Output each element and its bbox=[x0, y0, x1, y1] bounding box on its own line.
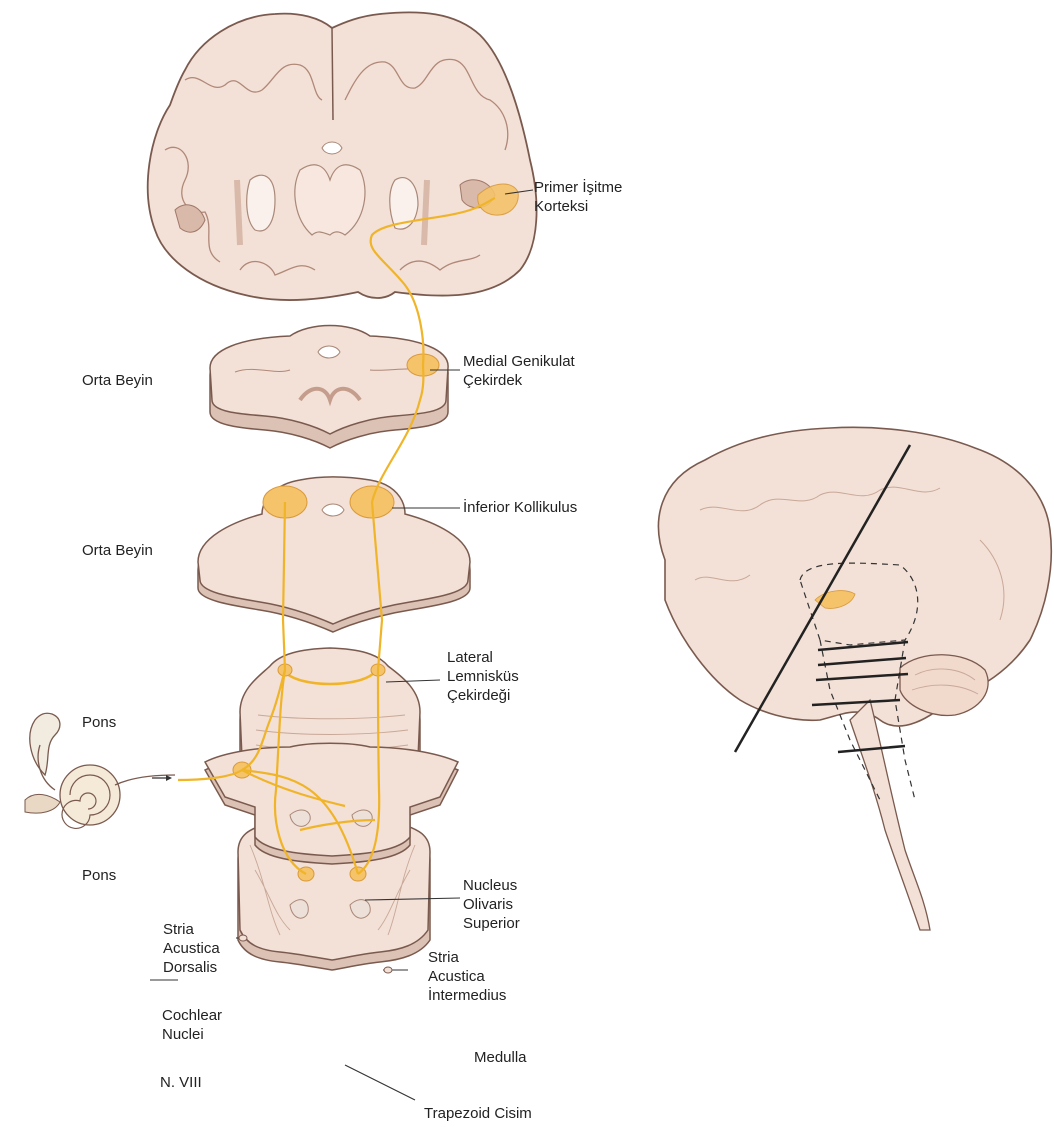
label-line: Nuclei bbox=[162, 1025, 222, 1044]
label-nucleus-olivaris: Nucleus Olivaris Superior bbox=[463, 876, 520, 933]
label-line: İnferior Kollikulus bbox=[463, 498, 577, 517]
nviii-arrowhead bbox=[166, 775, 172, 781]
label-line: Olivaris bbox=[463, 895, 520, 914]
label-line: Stria bbox=[163, 920, 220, 939]
label-orta-beyin-lower: Orta Beyin bbox=[82, 541, 153, 560]
label-pons-upper: Pons bbox=[82, 713, 116, 732]
label-medial-genikulat: Medial Genikulat Çekirdek bbox=[463, 352, 575, 390]
label-line: Acustica bbox=[428, 967, 506, 986]
label-line: Nucleus bbox=[463, 876, 520, 895]
label-n-viii: N. VIII bbox=[160, 1073, 202, 1092]
label-orta-beyin-upper: Orta Beyin bbox=[82, 371, 153, 390]
label-line: Acustica bbox=[163, 939, 220, 958]
label-line: Medial Genikulat bbox=[463, 352, 575, 371]
label-cochlear-nuclei: Cochlear Nuclei bbox=[162, 1006, 222, 1044]
label-line: Primer İşitme bbox=[534, 178, 622, 197]
label-primer-isitme-korteksi: Primer İşitme Korteksi bbox=[534, 178, 622, 216]
midbrain-section-lower bbox=[198, 477, 470, 632]
label-stria-dorsalis: Stria Acustica Dorsalis bbox=[163, 920, 220, 977]
label-medulla: Medulla bbox=[474, 1048, 527, 1067]
label-line: Stria bbox=[428, 948, 506, 967]
label-trapezoid-cisim: Trapezoid Cisim bbox=[424, 1104, 532, 1123]
label-inferior-kollikulus: İnferior Kollikulus bbox=[463, 498, 577, 517]
label-line: Cochlear bbox=[162, 1006, 222, 1025]
label-line: Çekirdek bbox=[463, 371, 575, 390]
label-line: Çekirdeği bbox=[447, 686, 519, 705]
label-line: Korteksi bbox=[534, 197, 622, 216]
coronal-brain-section bbox=[148, 12, 537, 300]
label-line: Dorsalis bbox=[163, 958, 220, 977]
label-lateral-lemniskus: Lateral Lemnisküs Çekirdeği bbox=[447, 648, 519, 705]
label-pons-lower: Pons bbox=[82, 866, 116, 885]
midbrain-section-upper bbox=[210, 326, 448, 449]
label-stria-intermedius: Stria Acustica İntermedius bbox=[428, 948, 506, 1005]
label-line: Lateral bbox=[447, 648, 519, 667]
label-line: İntermedius bbox=[428, 986, 506, 1005]
sagittal-brain bbox=[658, 427, 1051, 930]
label-line: Superior bbox=[463, 914, 520, 933]
label-line: Lemnisküs bbox=[447, 667, 519, 686]
